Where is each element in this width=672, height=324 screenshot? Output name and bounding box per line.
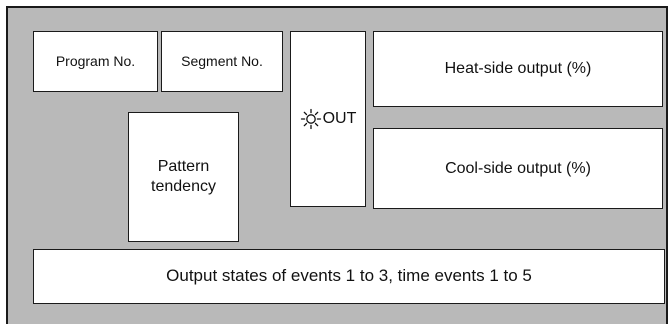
pattern-line-2: tendency bbox=[151, 178, 216, 195]
event-states-box: Output states of events 1 to 3, time eve… bbox=[33, 249, 665, 304]
cool-output-box: Cool-side output (%) bbox=[373, 128, 663, 209]
pattern-line-1: Pattern bbox=[157, 158, 210, 176]
pattern-tendency-box: Pattern tendency bbox=[128, 112, 239, 242]
program-no-label: Program No. bbox=[55, 52, 136, 69]
pattern-tendency-label: Pattern tendency bbox=[151, 157, 216, 196]
out-indicator: OUT bbox=[300, 108, 357, 130]
out-indicator-box: OUT bbox=[290, 31, 366, 207]
heat-output-box: Heat-side output (%) bbox=[373, 31, 663, 107]
sun-lamp-icon bbox=[300, 108, 321, 130]
segment-no-label: Segment No. bbox=[181, 52, 263, 69]
event-states-label: Output states of events 1 to 3, time eve… bbox=[166, 266, 532, 286]
out-label: OUT bbox=[322, 110, 357, 128]
heat-output-label: Heat-side output (%) bbox=[444, 60, 592, 78]
cool-output-label: Cool-side output (%) bbox=[445, 159, 591, 177]
display-panel: Program No. Segment No. OUT bbox=[6, 6, 668, 324]
program-no-box: Program No. bbox=[33, 31, 158, 92]
segment-no-box: Segment No. bbox=[161, 31, 283, 92]
